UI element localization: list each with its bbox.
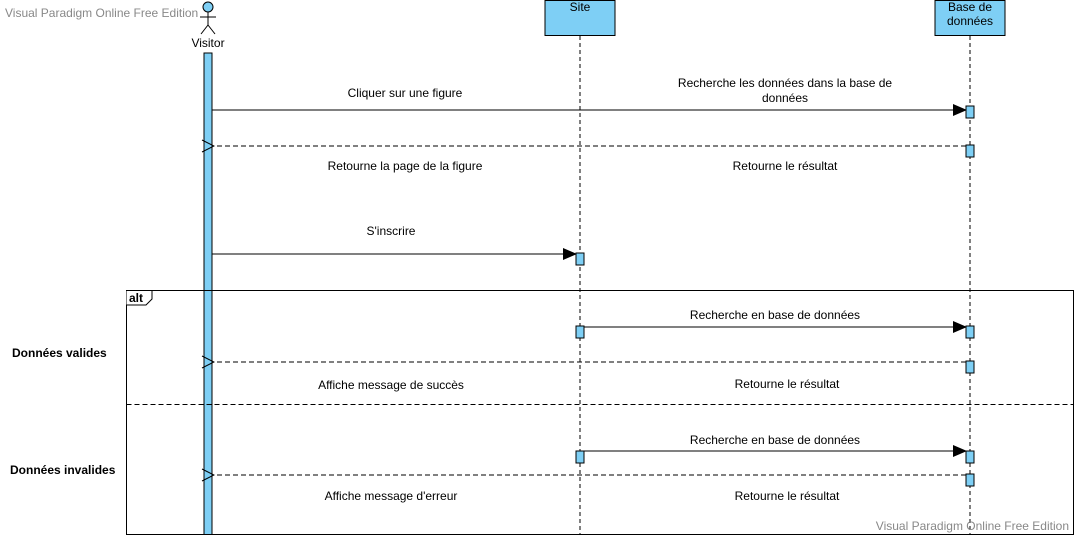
database-activation-1: [965, 105, 975, 119]
site-activation-1: [575, 252, 585, 266]
watermark-top: Visual Paradigm Online Free Edition: [5, 6, 198, 20]
site-activation-2: [575, 325, 585, 339]
valid-result-label: Retourne le résultat: [735, 377, 840, 391]
message-search-db-label-line1: Recherche les données dans la base de: [678, 76, 892, 90]
message-signup-label: S'inscrire: [367, 224, 416, 238]
database-label-line2: données: [947, 14, 993, 28]
watermark-bottom: Visual Paradigm Online Free Edition: [876, 519, 1069, 533]
database-activation-4: [965, 360, 975, 374]
invalid-error-label: Affiche message d'erreur: [325, 489, 458, 503]
visitor-label: Visitor: [191, 36, 224, 50]
site-activation-3: [575, 450, 585, 464]
site-label: Site: [570, 0, 591, 14]
alt-operator-label: alt: [129, 291, 143, 305]
invalid-search-label: Recherche en base de données: [690, 433, 860, 447]
database-lifeline-head: [934, 0, 1006, 36]
message-click-figure-label: Cliquer sur une figure: [348, 86, 463, 100]
visitor-actor[interactable]: Visitor: [191, 1, 225, 50]
valid-search-label: Recherche en base de données: [690, 308, 860, 322]
visitor-activation-bar: [203, 52, 213, 535]
invalid-result-label: Retourne le résultat: [735, 489, 840, 503]
stick-figure-icon: [200, 1, 216, 35]
alt-operator-tab: [126, 290, 153, 306]
database-activation-5: [965, 450, 975, 464]
database-activation-2: [965, 144, 975, 158]
site-lifeline-head: [544, 0, 616, 36]
database-activation-3: [965, 325, 975, 339]
database-label-line1: Base de: [948, 0, 992, 14]
database-activation-6: [965, 473, 975, 487]
guard-invalid-label: Données invalides: [10, 463, 116, 477]
message-search-db-label-line2: données: [762, 91, 808, 105]
valid-success-label: Affiche message de succès: [318, 378, 464, 392]
return-page-label: Retourne la page de la figure: [328, 159, 483, 173]
return-result-label-1: Retourne le résultat: [733, 159, 838, 173]
guard-valid-label: Données valides: [12, 346, 107, 360]
